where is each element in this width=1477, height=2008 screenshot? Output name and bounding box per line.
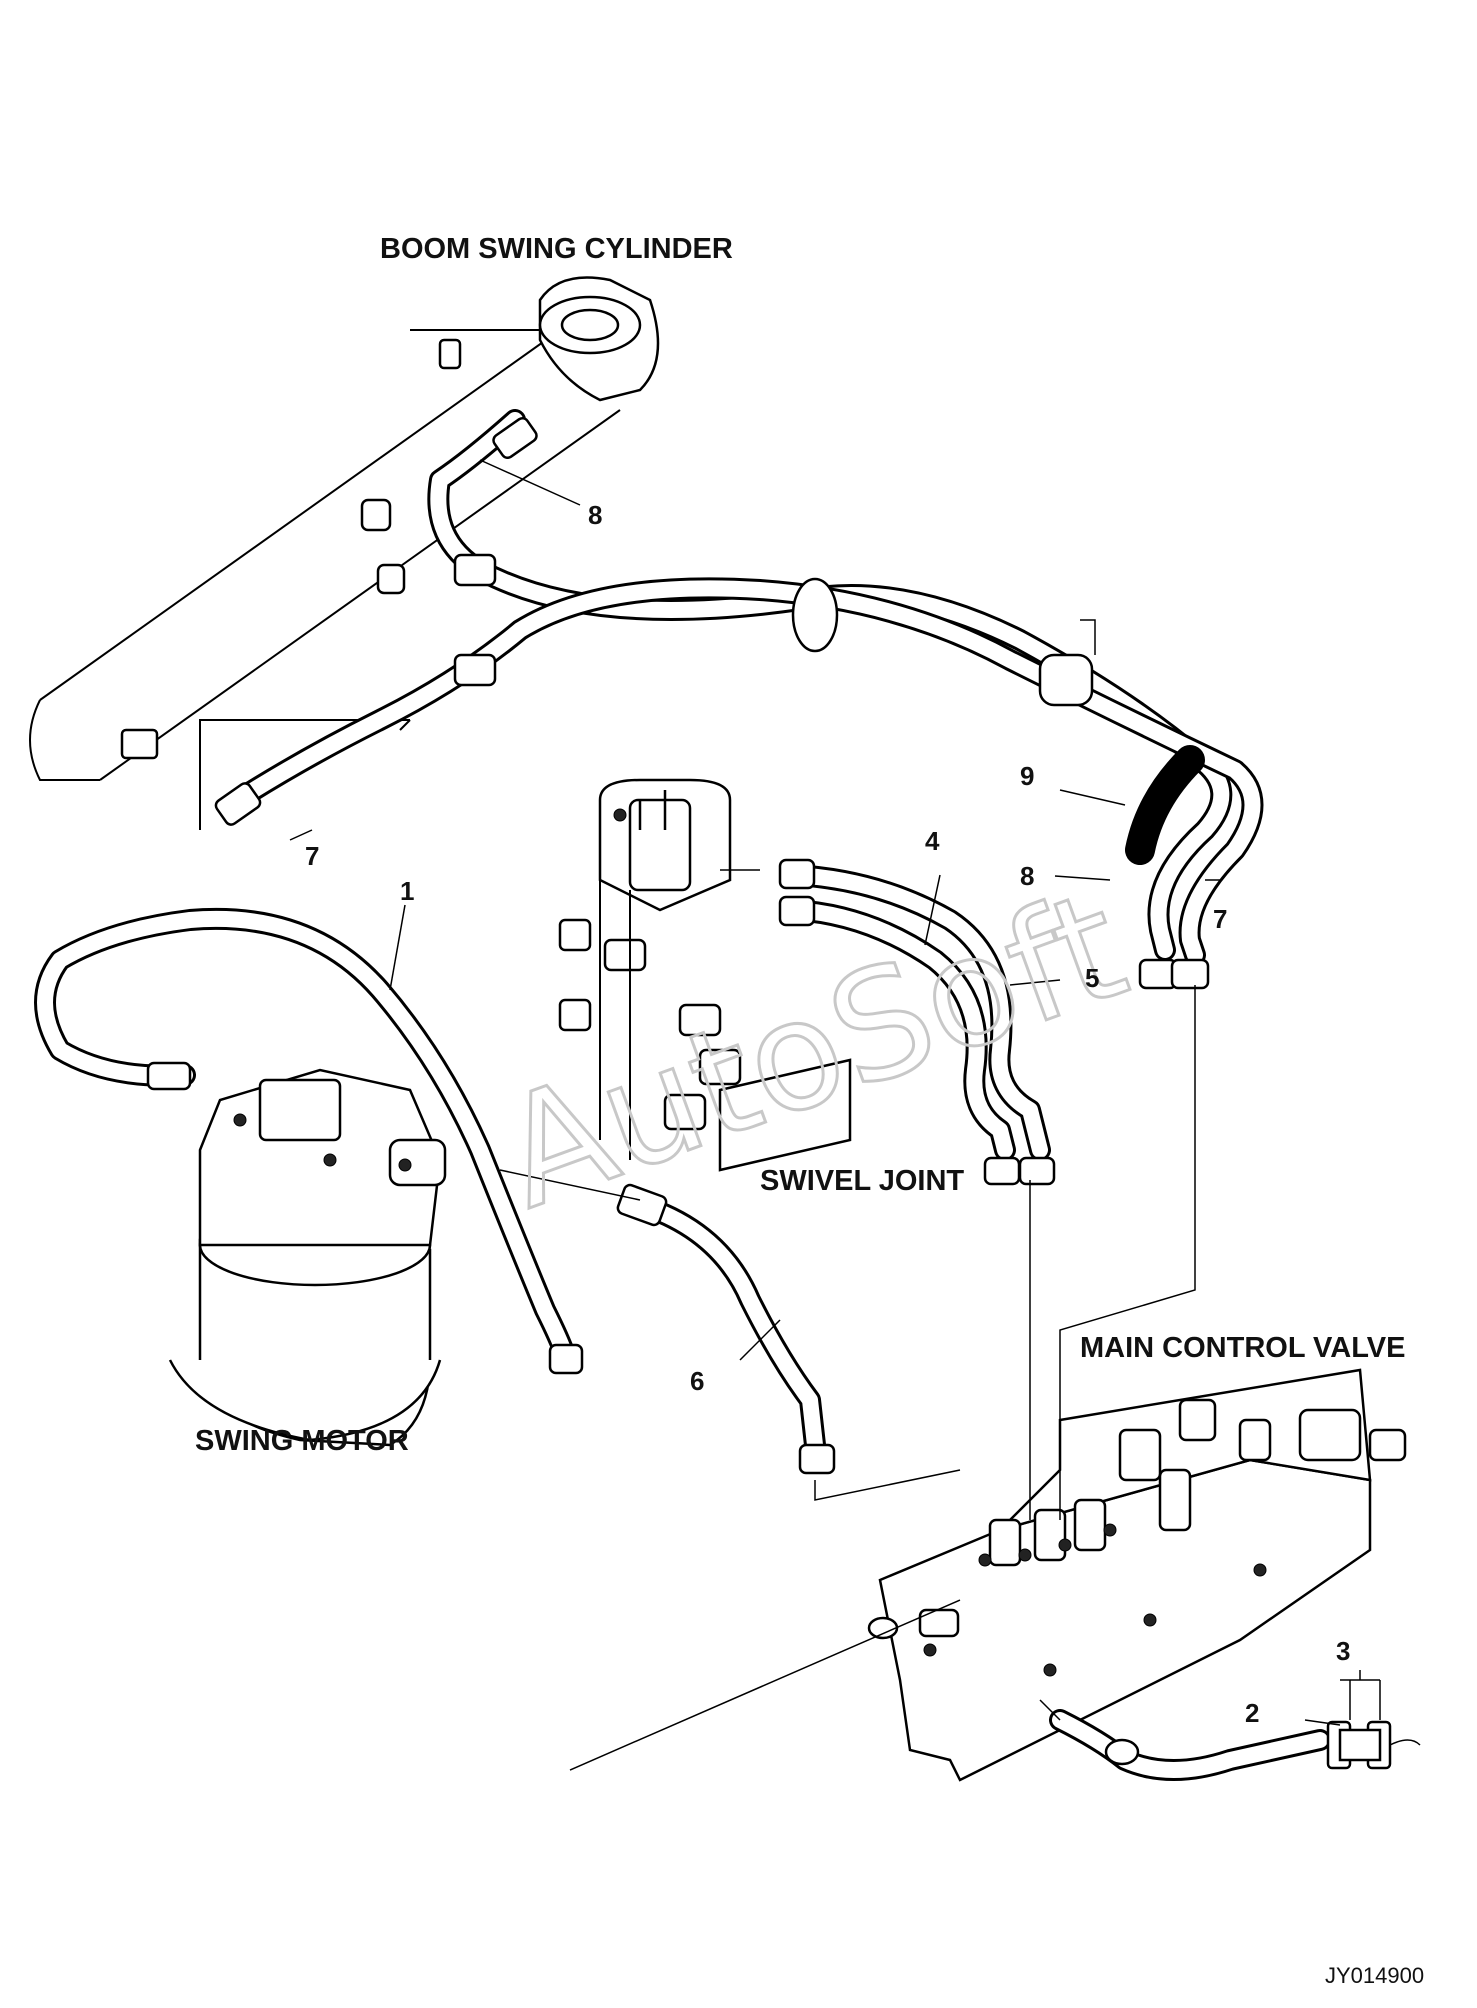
hose-2-routing — [1039, 1699, 1421, 1781]
callout-8-right: 8 — [1020, 861, 1034, 891]
label-boom-swing-cylinder: BOOM SWING CYLINDER — [380, 233, 733, 265]
drawing-code: JY014900 — [1325, 1963, 1424, 1988]
callout-7-left: 7 — [305, 841, 319, 871]
swing-motor — [168, 1068, 447, 1447]
callout-4: 4 — [925, 826, 940, 856]
label-main-control-valve: MAIN CONTROL VALVE — [1080, 1332, 1405, 1364]
callout-7-right: 7 — [1213, 904, 1227, 934]
swivel-joint — [558, 778, 852, 1172]
hose-4-5-routing — [778, 858, 1056, 1186]
callout-3: 3 — [1336, 1636, 1350, 1666]
label-swing-motor: SWING MOTOR — [195, 1425, 409, 1457]
callout-8-top: 8 — [588, 500, 602, 530]
hose-7-8-routing — [214, 409, 1264, 990]
callout-leaders — [289, 459, 1381, 1726]
callout-5: 5 — [1085, 963, 1099, 993]
boom-swing-cylinder — [29, 276, 660, 830]
callout-2: 2 — [1245, 1698, 1259, 1728]
callout-6: 6 — [690, 1366, 704, 1396]
label-swivel-joint: SWIVEL JOINT — [760, 1165, 964, 1197]
callout-1: 1 — [400, 876, 414, 906]
main-control-valve — [867, 1368, 1407, 1782]
callout-9: 9 — [1020, 761, 1034, 791]
hose-1-routing — [34, 907, 584, 1375]
connector-lines — [569, 869, 1196, 1771]
hose-6-routing — [499, 1169, 961, 1501]
